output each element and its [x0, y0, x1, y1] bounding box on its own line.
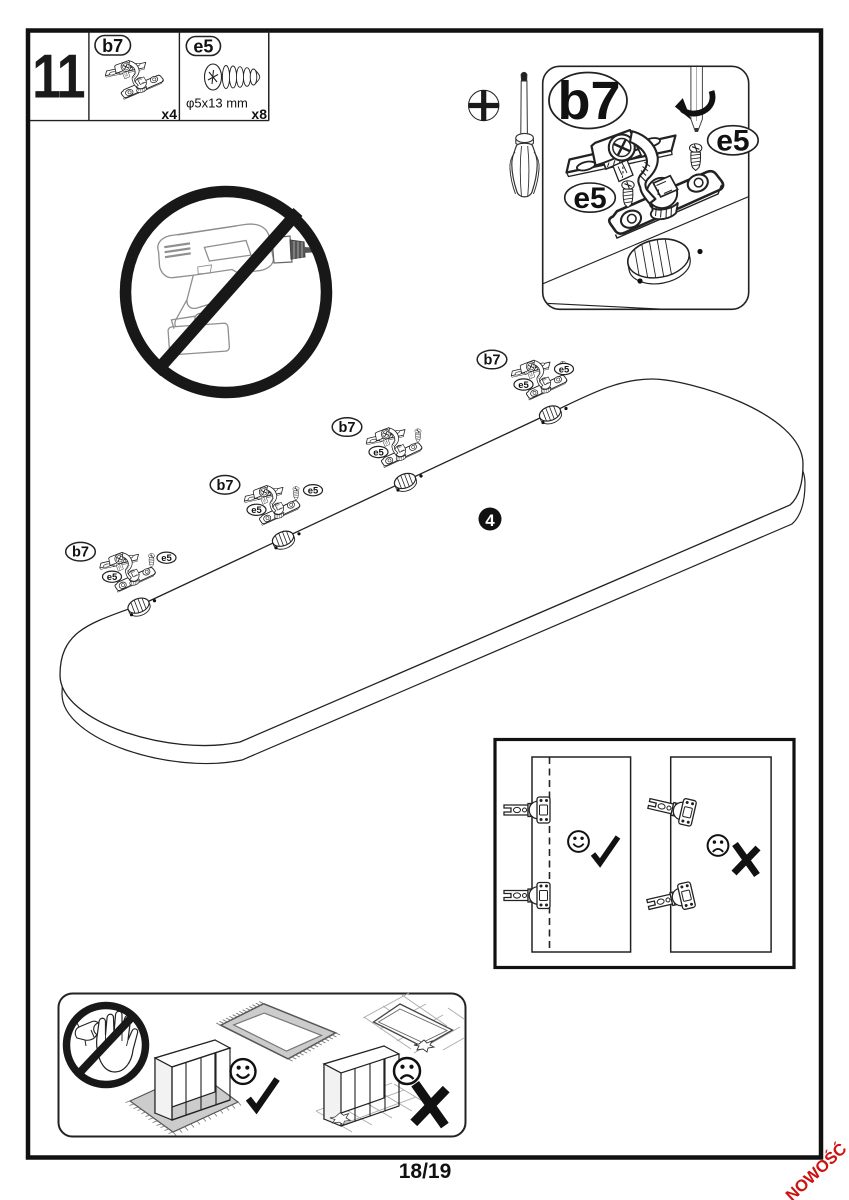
svg-text:b7: b7: [102, 36, 123, 56]
svg-text:φ5x13 mm: φ5x13 mm: [186, 96, 248, 111]
svg-text:x8: x8: [251, 106, 267, 122]
svg-text:e5: e5: [716, 125, 749, 158]
svg-text:x4: x4: [161, 106, 177, 122]
svg-text:e5: e5: [573, 182, 606, 215]
svg-text:18/19: 18/19: [399, 1160, 452, 1183]
svg-text:e5: e5: [193, 37, 213, 57]
svg-text:b7: b7: [557, 71, 620, 131]
svg-text:11: 11: [32, 42, 85, 111]
svg-text:4: 4: [485, 511, 495, 530]
